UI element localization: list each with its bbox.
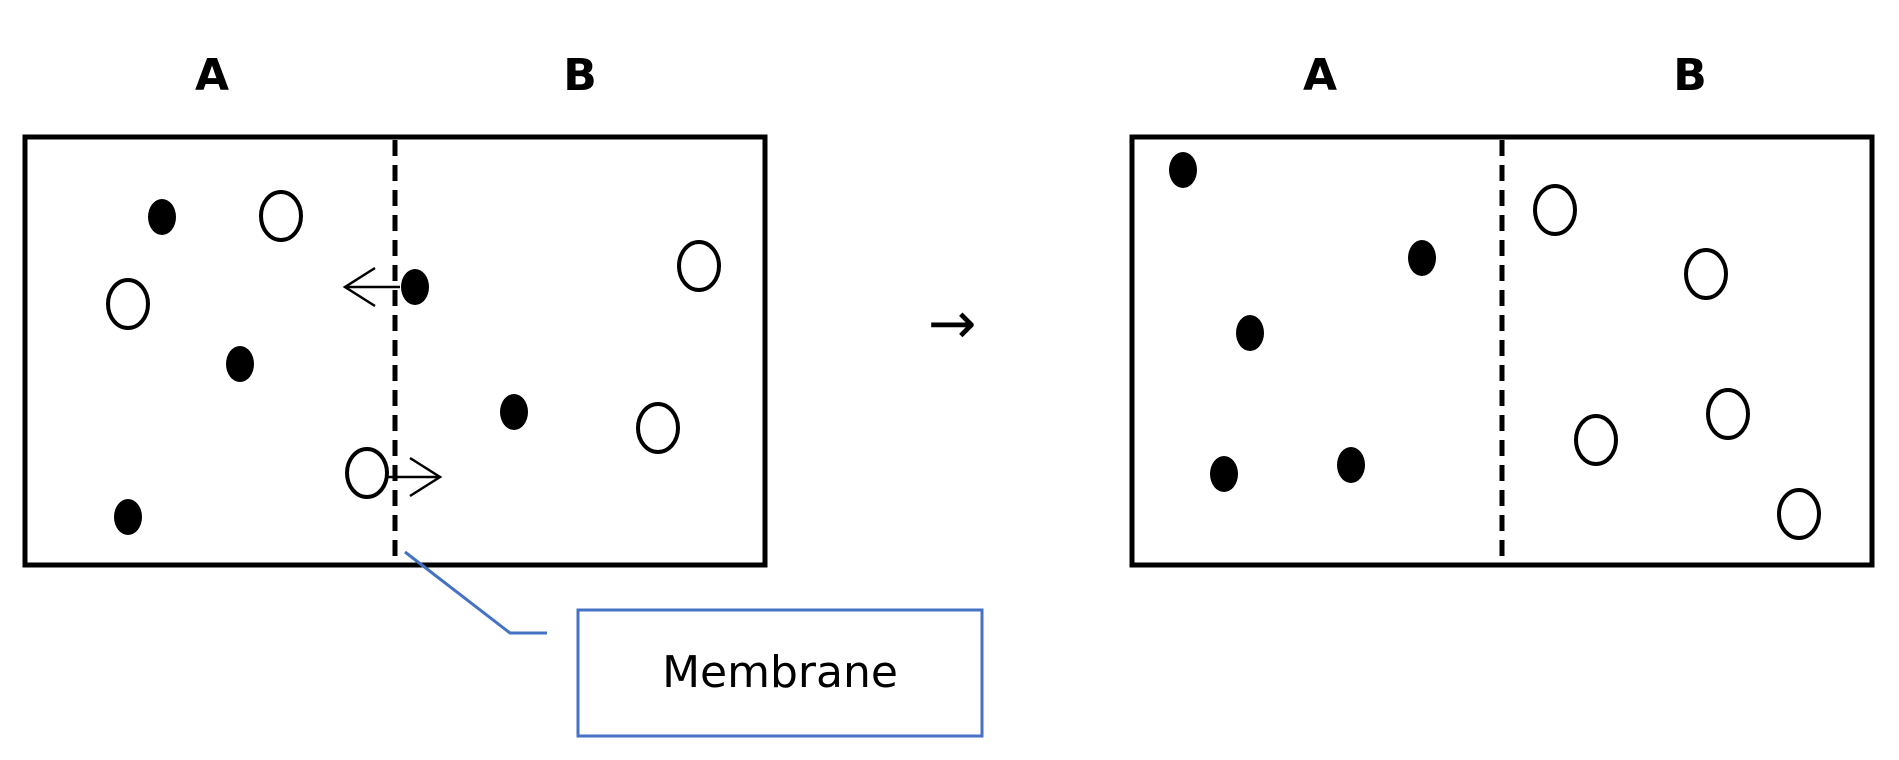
after-label-b: B <box>1673 50 1707 101</box>
after-water-particle <box>1706 388 1750 440</box>
after-solute-particle <box>1408 240 1436 276</box>
right-arrow-icon <box>388 456 443 498</box>
membrane-callout: Membrane <box>576 608 984 738</box>
after-label-a: A <box>1303 50 1337 101</box>
before-solute-particle <box>114 499 142 535</box>
before-solute-particle <box>148 199 176 235</box>
before-solute-particle <box>500 394 528 430</box>
after-solute-particle <box>1337 447 1365 483</box>
after-panel: A B <box>1129 50 1875 568</box>
after-solute-particle <box>1236 315 1264 351</box>
before-label-b: B <box>563 50 597 101</box>
before-solute-particle <box>401 269 429 305</box>
after-water-particle <box>1574 414 1618 466</box>
before-water-particle <box>636 402 680 454</box>
after-solute-particle <box>1210 456 1238 492</box>
before-water-particle <box>345 447 389 499</box>
after-solute-particle <box>1169 152 1197 188</box>
before-panel: A B <box>22 50 768 635</box>
before-container <box>22 134 768 568</box>
after-water-particle <box>1777 488 1821 540</box>
before-label-a: A <box>195 50 229 101</box>
callout-label: Membrane <box>662 647 898 698</box>
transition-arrow-icon: → <box>928 289 977 357</box>
left-arrow-icon <box>342 266 400 308</box>
after-water-particle <box>1533 184 1577 236</box>
before-water-particle <box>677 240 721 292</box>
before-water-particle <box>106 278 150 330</box>
after-container <box>1129 134 1875 568</box>
callout-leader-line <box>404 550 547 635</box>
callout-box <box>576 608 984 738</box>
before-water-particle <box>259 190 303 242</box>
before-solute-particle <box>226 346 254 382</box>
after-water-particle <box>1684 248 1728 300</box>
